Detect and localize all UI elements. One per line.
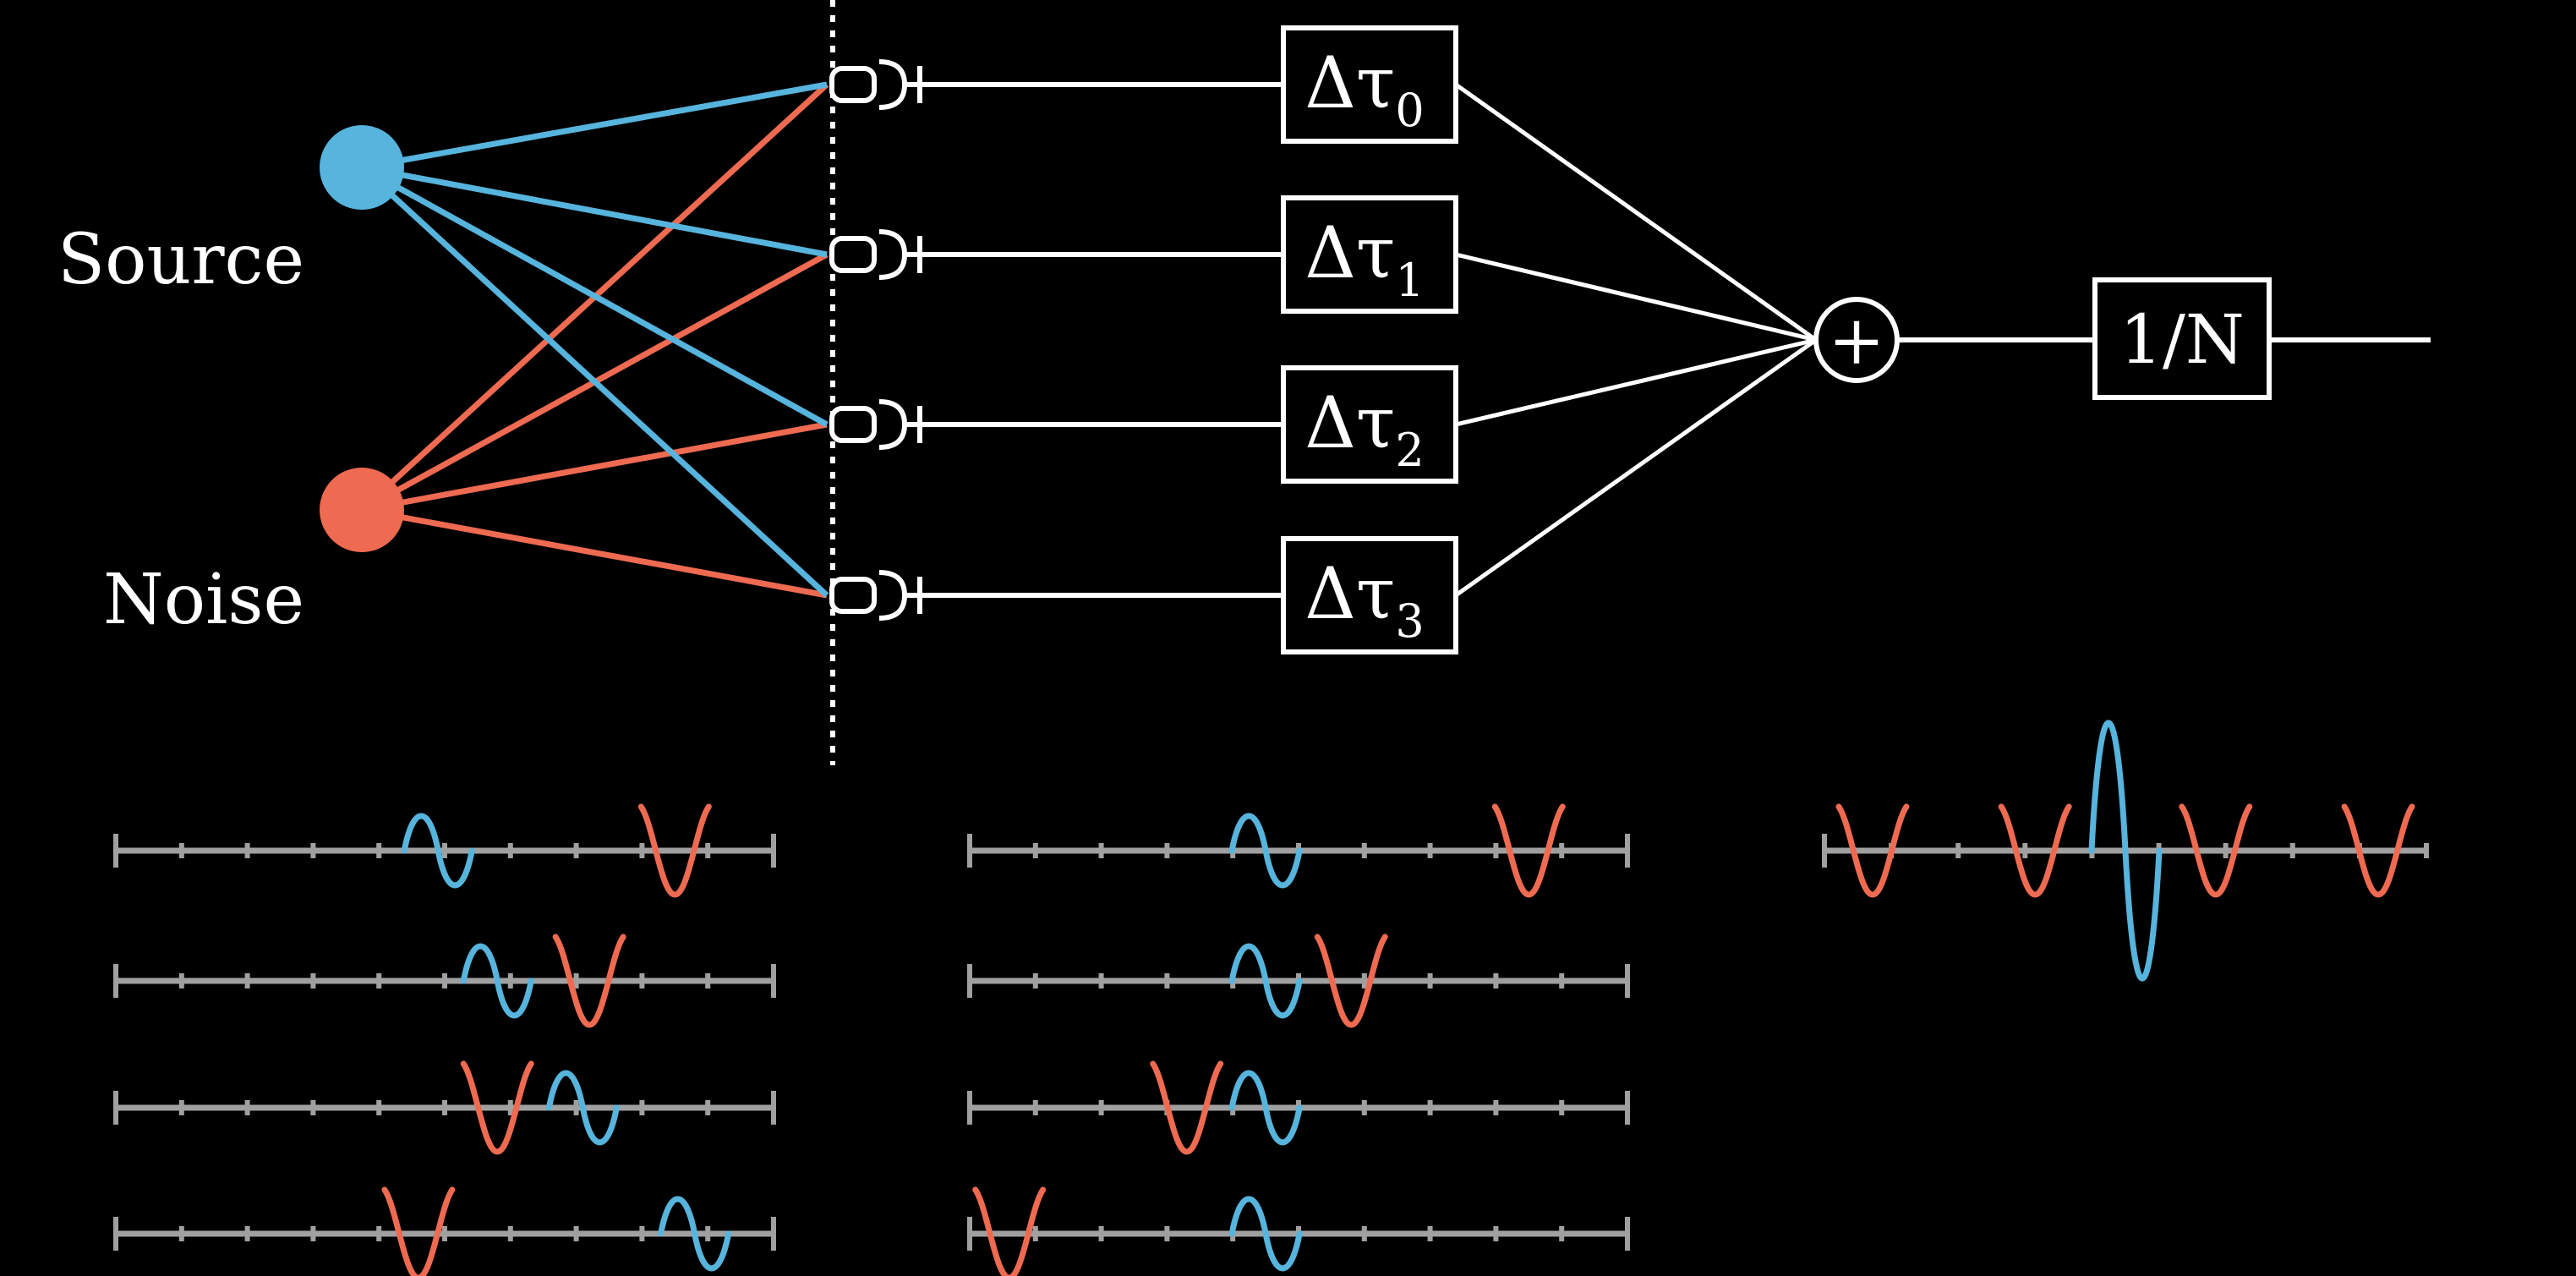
delay-symbol: Δτ (1304, 211, 1395, 294)
delayed-source-pulse-2 (1228, 1070, 1303, 1146)
source-path-2 (360, 164, 829, 428)
source-path-0 (361, 81, 828, 171)
received-axis-1 (113, 964, 776, 998)
output-noise-pulse-0 (1835, 803, 1910, 898)
noise-path-2 (361, 421, 828, 513)
delay-box (1281, 365, 1458, 484)
delay-block-3: Δτ3 (1281, 536, 1458, 654)
delay-symbol: Δτ (1304, 381, 1395, 464)
delay-block-1: Δτ1 (1281, 195, 1458, 314)
summer-plus-icon: + (1828, 301, 1884, 380)
delay-label: Δτ3 (1304, 552, 1425, 648)
delay-subscript: 2 (1395, 424, 1424, 477)
received-axis-0 (113, 834, 776, 868)
source-dot (320, 125, 404, 210)
noise-path-3 (361, 507, 828, 599)
normalizer-box (2092, 277, 2272, 400)
delay-label: Δτ0 (1304, 41, 1425, 137)
sum-wire-3 (1454, 337, 1818, 598)
delay-symbol: Δτ (1304, 41, 1395, 124)
wire-layer (922, 82, 2431, 598)
normalizer-block: 1/N (2092, 277, 2272, 400)
delayed-noise-pulse-1 (1314, 934, 1388, 1028)
sum-wire-2 (1455, 337, 1817, 427)
output-noise-pulse-2 (2179, 803, 2253, 898)
source-path-1 (361, 164, 828, 258)
delay-box (1281, 536, 1458, 654)
delayed-noise-pulse-2 (1150, 1060, 1224, 1155)
delay-block-0: Δτ0 (1281, 25, 1458, 144)
output-noise-pulse-1 (1998, 803, 2072, 898)
timeline-plots (113, 720, 2429, 1276)
microphone-icon (829, 59, 922, 110)
microphone-icon (829, 229, 922, 280)
delay-subscript: 3 (1395, 594, 1424, 648)
received-source-pulse-1 (460, 943, 534, 1019)
received-noise-pulse-2 (460, 1060, 534, 1155)
delay-subscript: 1 (1395, 254, 1424, 307)
noise-label: Noise (103, 560, 304, 640)
delay-block-2: Δτ2 (1281, 365, 1458, 484)
sum-wire-1 (1455, 252, 1817, 342)
microphone-icon (829, 399, 922, 450)
received-noise-pulse-1 (552, 934, 626, 1028)
delayed-source-pulse-0 (1228, 813, 1303, 889)
delay-subscript: 0 (1395, 84, 1424, 137)
output-source-pulse (2088, 720, 2163, 982)
delay-label: Δτ2 (1304, 381, 1425, 477)
summer-circle (1813, 297, 1900, 383)
delay-box (1281, 25, 1458, 144)
received-noise-pulse-3 (381, 1186, 456, 1276)
delay-symbol: Δτ (1304, 552, 1395, 635)
microphone-icon (829, 570, 922, 621)
sum-wire-0 (1454, 82, 1818, 342)
sensor-array (829, 59, 922, 621)
received-axis-3 (113, 1217, 776, 1251)
output-noise-pulse-3 (2341, 803, 2415, 898)
summing-junction: + (1813, 297, 1900, 383)
delayed-noise-pulse-3 (972, 1186, 1047, 1276)
received-noise-pulse-0 (637, 803, 712, 898)
received-source-pulse-3 (658, 1196, 732, 1272)
delay-label: Δτ1 (1304, 211, 1425, 307)
received-axis-2 (113, 1091, 776, 1125)
delayed-source-pulse-1 (1228, 943, 1303, 1019)
source-label: Source (57, 220, 304, 300)
delayed-source-pulse-3 (1228, 1196, 1303, 1272)
delay-box (1281, 195, 1458, 314)
received-source-pulse-2 (545, 1070, 620, 1146)
received-source-pulse-0 (401, 813, 475, 889)
delayed-noise-pulse-0 (1491, 803, 1566, 898)
propagation-paths (359, 81, 829, 599)
noise-dot (320, 468, 404, 552)
source-path-3 (359, 165, 829, 598)
normalizer-label: 1/N (2119, 300, 2245, 379)
